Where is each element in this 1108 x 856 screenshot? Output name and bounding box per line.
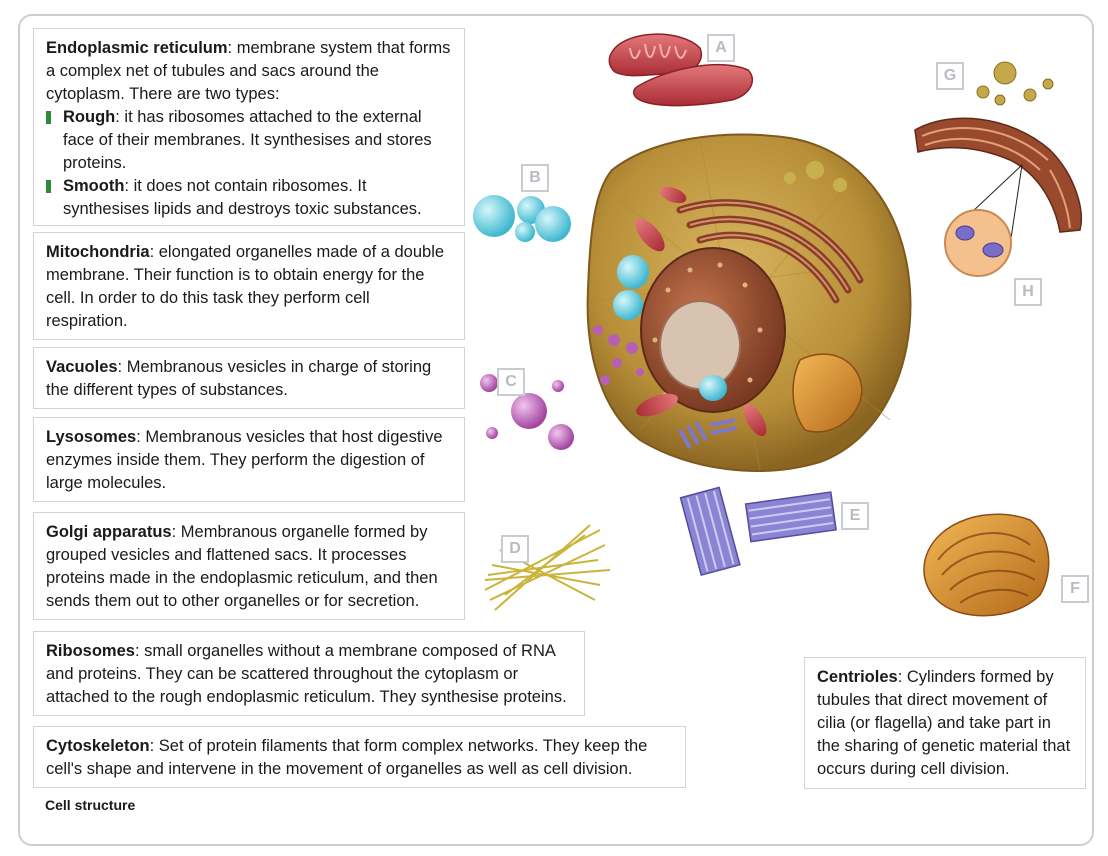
rough-text: : it has ribosomes attached to the exter…: [63, 108, 432, 172]
golgi-term: Golgi apparatus: [46, 523, 172, 541]
rough-term: Rough: [63, 108, 116, 126]
golgi-box: Golgi apparatus: Membranous organelle fo…: [33, 512, 465, 620]
label-b: B: [521, 164, 549, 192]
cytoskeleton-text: : Set of protein filaments that form com…: [46, 737, 648, 778]
centrioles-text: : Cylinders formed by tubules that direc…: [817, 668, 1071, 778]
er-text: : membrane system that forms a complex n…: [46, 39, 451, 103]
lysosomes-term: Lysosomes: [46, 428, 137, 446]
smooth-term: Smooth: [63, 177, 125, 195]
label-g: G: [936, 62, 964, 90]
lysosomes-text: : Membranous vesicles that host digestiv…: [46, 428, 443, 492]
figure-frame: [18, 14, 1094, 846]
animal-cell-cutaway: [586, 133, 912, 472]
mitochondria-term: Mitochondria: [46, 243, 150, 261]
label-a: A: [707, 34, 735, 62]
label-f: F: [1061, 575, 1089, 603]
er-rough-item: Rough: it has ribosomes attached to the …: [46, 106, 454, 175]
ribosome-magnifier: [944, 209, 1012, 277]
label-e: E: [841, 502, 869, 530]
rough-er-detail: [914, 61, 1082, 246]
mitochondrion-detail: [608, 33, 753, 107]
er-smooth-item: Smooth: it does not contain ribosomes. I…: [46, 175, 454, 221]
golgi-text: : Membranous organelle formed by grouped…: [46, 523, 438, 610]
golgi-detail: [923, 513, 1050, 617]
cytoskeleton-detail: [484, 524, 611, 611]
er-box: Endoplasmic reticulum: membrane system t…: [33, 28, 465, 226]
bullet-icon: [46, 111, 51, 124]
smooth-text: : it does not contain ribosomes. It synt…: [63, 177, 422, 218]
bullet-icon: [46, 180, 51, 193]
lysosomes-detail: [480, 374, 574, 450]
vacuoles-term: Vacuoles: [46, 358, 118, 376]
label-h: H: [1014, 278, 1042, 306]
er-term: Endoplasmic reticulum: [46, 39, 228, 57]
vacuoles-detail: [473, 195, 571, 242]
cytoskeleton-box: Cytoskeleton: Set of protein filaments t…: [33, 726, 686, 788]
lysosomes-box: Lysosomes: Membranous vesicles that host…: [33, 417, 465, 502]
centrioles-detail: [679, 486, 837, 577]
vacuoles-text: : Membranous vesicles in charge of stori…: [46, 358, 432, 399]
vacuoles-box: Vacuoles: Membranous vesicles in charge …: [33, 347, 465, 409]
label-d: D: [501, 535, 529, 563]
mitochondria-text: : elongated organelles made of a double …: [46, 243, 445, 330]
centrioles-box: Centrioles: Cylinders formed by tubules …: [804, 657, 1086, 789]
ribosomes-term: Ribosomes: [46, 642, 135, 660]
figure-caption: Cell structure: [45, 797, 136, 813]
label-c: C: [497, 368, 525, 396]
mitochondria-box: Mitochondria: elongated organelles made …: [33, 232, 465, 340]
cytoskeleton-term: Cytoskeleton: [46, 737, 150, 755]
centrioles-term: Centrioles: [817, 668, 898, 686]
ribosomes-box: Ribosomes: small organelles without a me…: [33, 631, 585, 716]
ribosomes-text: : small organelles without a membrane co…: [46, 642, 567, 706]
